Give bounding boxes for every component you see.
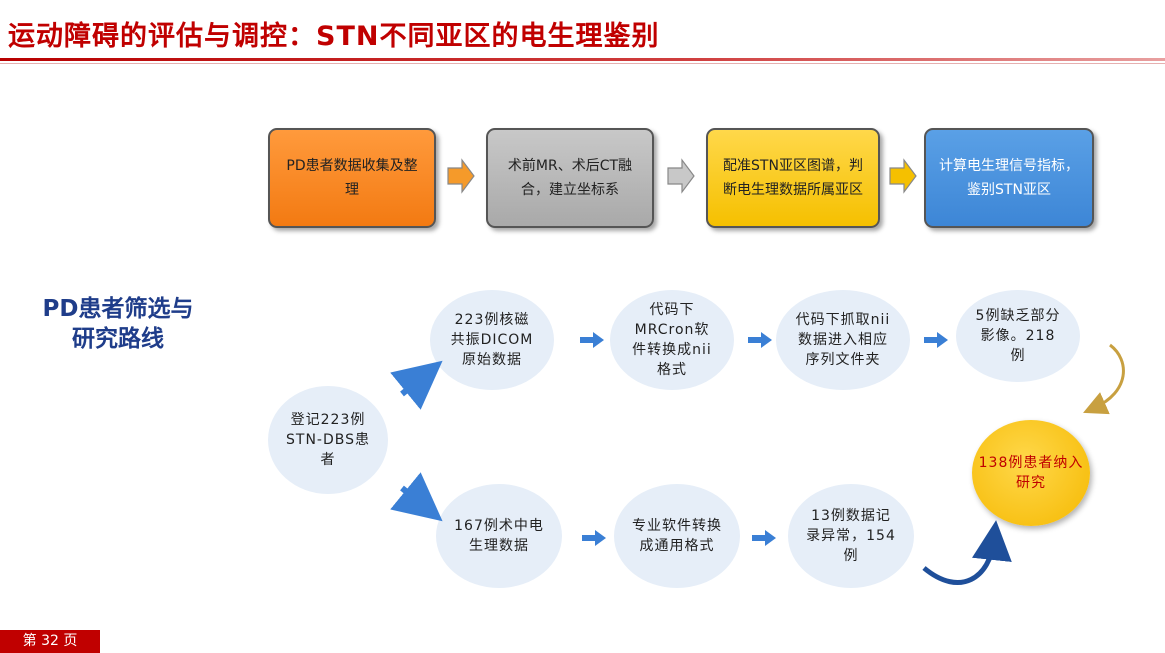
page-number-badge: 第 32 页 xyxy=(0,630,100,653)
step-atlas-registration: 配准STN亚区图谱，判断电生理数据所属亚区 xyxy=(706,128,880,228)
curve-arrow-bottom-icon xyxy=(922,520,1012,586)
flow-top-node-2: 代码下MRCron软件转换成nii格式 xyxy=(610,290,734,390)
title-divider-thin xyxy=(0,63,1165,64)
step-arrow-icon xyxy=(889,158,917,194)
step-data-collection-text: PD患者数据收集及整理 xyxy=(286,158,418,198)
curve-arrow-top-icon xyxy=(1083,343,1125,415)
step-signal-analysis-text: 计算电生理信号指标，鉴别STN亚区 xyxy=(939,158,1079,198)
step-mr-ct-fusion-text: 术前MR、术后CT融合，建立坐标系 xyxy=(507,158,633,198)
step-arrow-icon xyxy=(447,158,475,194)
flow-result-node: 138例患者纳入研究 xyxy=(972,420,1090,526)
flow-top-node-1: 223例核磁共振DICOM原始数据 xyxy=(430,290,554,390)
side-label: PD患者筛选与研究路线 xyxy=(42,296,194,352)
step-mr-ct-fusion: 术前MR、术后CT融合，建立坐标系 xyxy=(486,128,654,228)
title-divider xyxy=(0,58,1165,61)
step-arrow-icon xyxy=(667,158,695,194)
flow-bottom-node-1: 167例术中电生理数据 xyxy=(436,484,562,588)
flow-arrow-icon xyxy=(582,530,606,546)
step-data-collection: PD患者数据收集及整理 xyxy=(268,128,436,228)
step-atlas-registration-text: 配准STN亚区图谱，判断电生理数据所属亚区 xyxy=(723,158,863,198)
flow-arrow-icon xyxy=(748,332,772,348)
step-signal-analysis: 计算电生理信号指标，鉴别STN亚区 xyxy=(924,128,1094,228)
flow-arrow-icon xyxy=(924,332,948,348)
page-title: 运动障碍的评估与调控：STN不同亚区的电生理鉴别 xyxy=(8,21,660,52)
flow-bottom-node-3: 13例数据记录异常，154例 xyxy=(788,484,914,588)
flow-top-node-4: 5例缺乏部分影像。218例 xyxy=(956,290,1080,382)
flow-start-node: 登记223例STN-DBS患者 xyxy=(268,386,388,494)
diag-arrow-up-icon xyxy=(390,360,443,410)
flow-arrow-icon xyxy=(752,530,776,546)
flow-top-node-3: 代码下抓取nii数据进入相应序列文件夹 xyxy=(776,290,910,390)
diag-arrow-down-icon xyxy=(390,472,443,522)
flow-arrow-icon xyxy=(580,332,604,348)
flow-bottom-node-2: 专业软件转换成通用格式 xyxy=(614,484,740,588)
